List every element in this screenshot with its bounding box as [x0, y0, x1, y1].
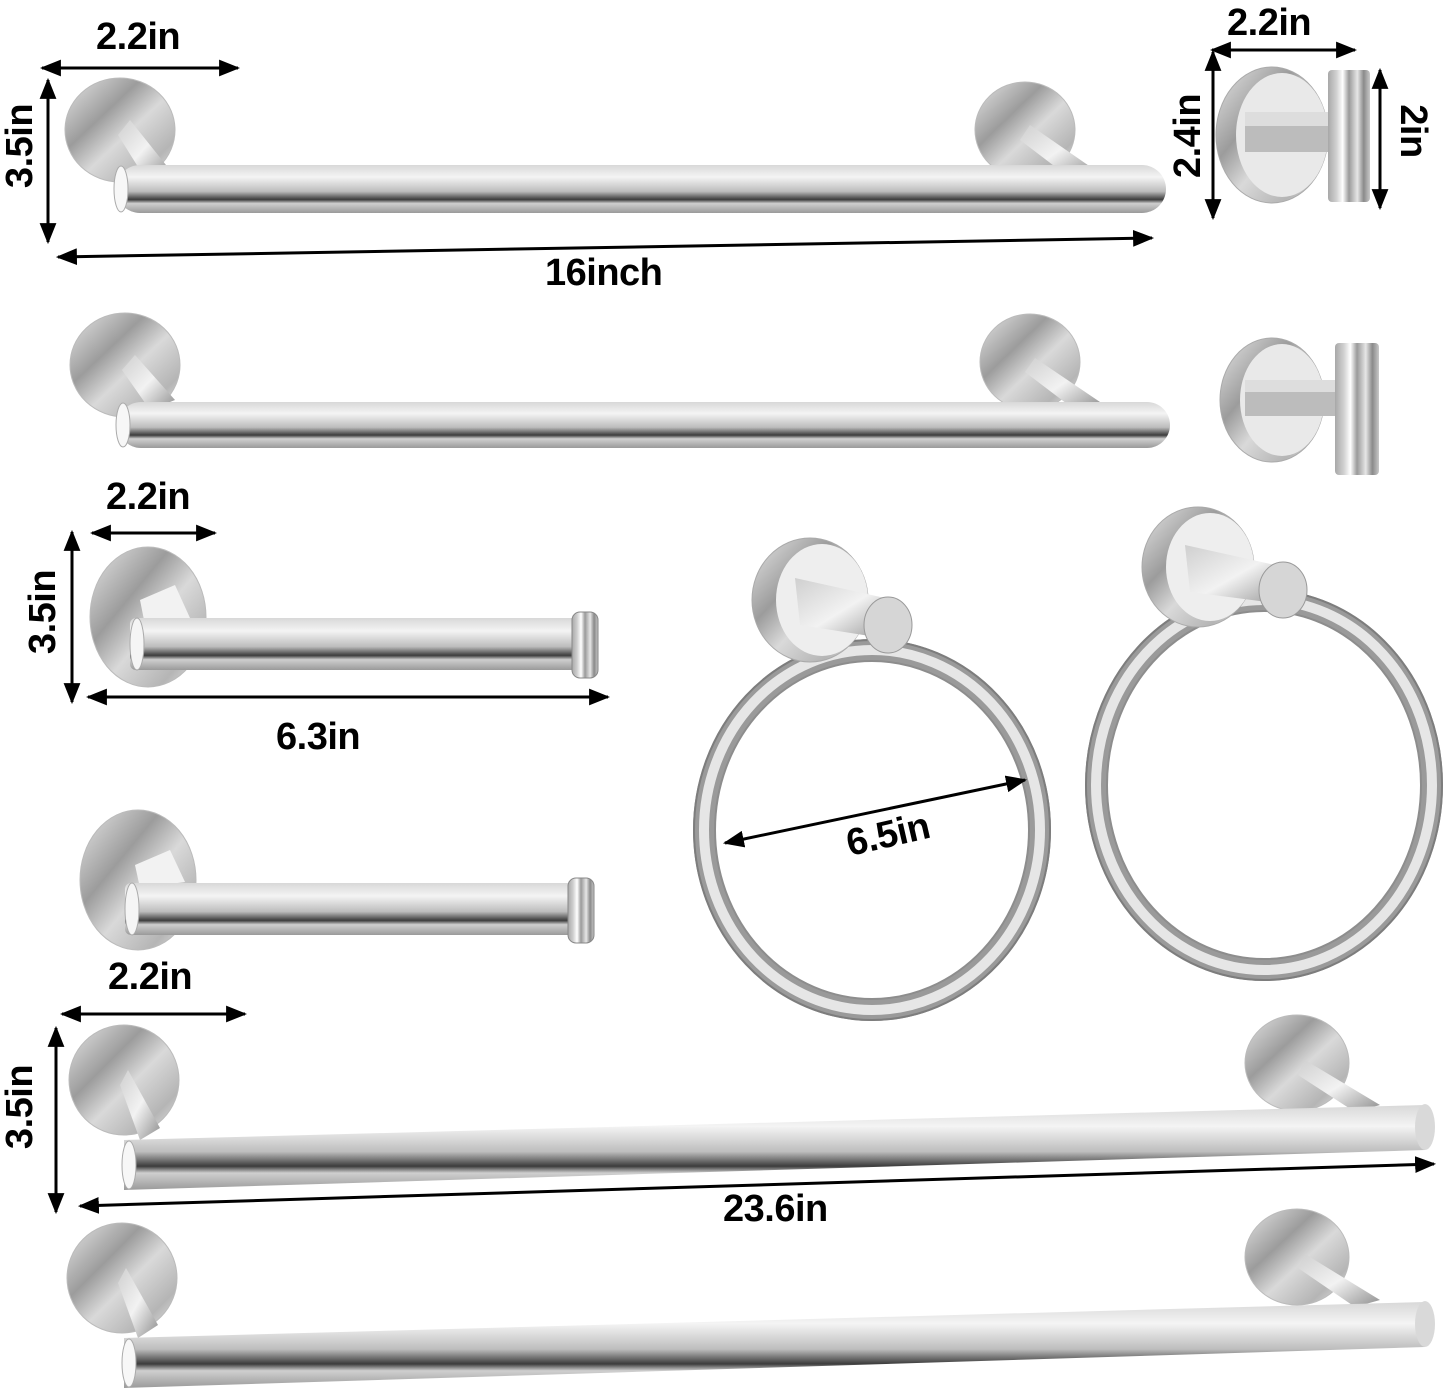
tp-length-label: 6.3in: [276, 716, 361, 758]
hook-width-label: 2.2in: [1227, 2, 1312, 44]
towel-ring-right: [1085, 506, 1443, 981]
tp-width-label: 2.2in: [106, 476, 191, 518]
towel-bar-23-6-top: [68, 1014, 1435, 1190]
length-dimension-arrow: [55, 229, 1155, 266]
towel-ring-left: [693, 537, 1051, 1021]
length-dimension-arrow: [77, 1156, 1437, 1214]
bar16-height-label: 3.5in: [0, 103, 41, 189]
bar24-width-label: 2.2in: [108, 956, 193, 998]
towel-bar-23-6-second: [66, 1208, 1435, 1388]
bar24-length-label: 23.6in: [723, 1188, 828, 1230]
bar16-width-label: 2.2in: [96, 16, 181, 58]
toilet-paper-holder-second: [79, 809, 595, 951]
bar16-length-label: 16inch: [545, 252, 663, 294]
toilet-paper-holder-top: [89, 546, 599, 688]
robe-hook-top: [1215, 66, 1370, 204]
towel-bar-16-top: [64, 77, 1166, 213]
diameter-dimension-arrow: [722, 775, 1028, 848]
bar24-height-label: 3.5in: [0, 1064, 41, 1150]
hook-height-label: 2in: [1392, 104, 1434, 158]
hook-base-height-label: 2.4in: [1167, 93, 1209, 179]
tp-height-label: 3.5in: [22, 569, 64, 655]
robe-hook-second: [1219, 337, 1379, 475]
towel-bar-16-second: [69, 312, 1170, 448]
